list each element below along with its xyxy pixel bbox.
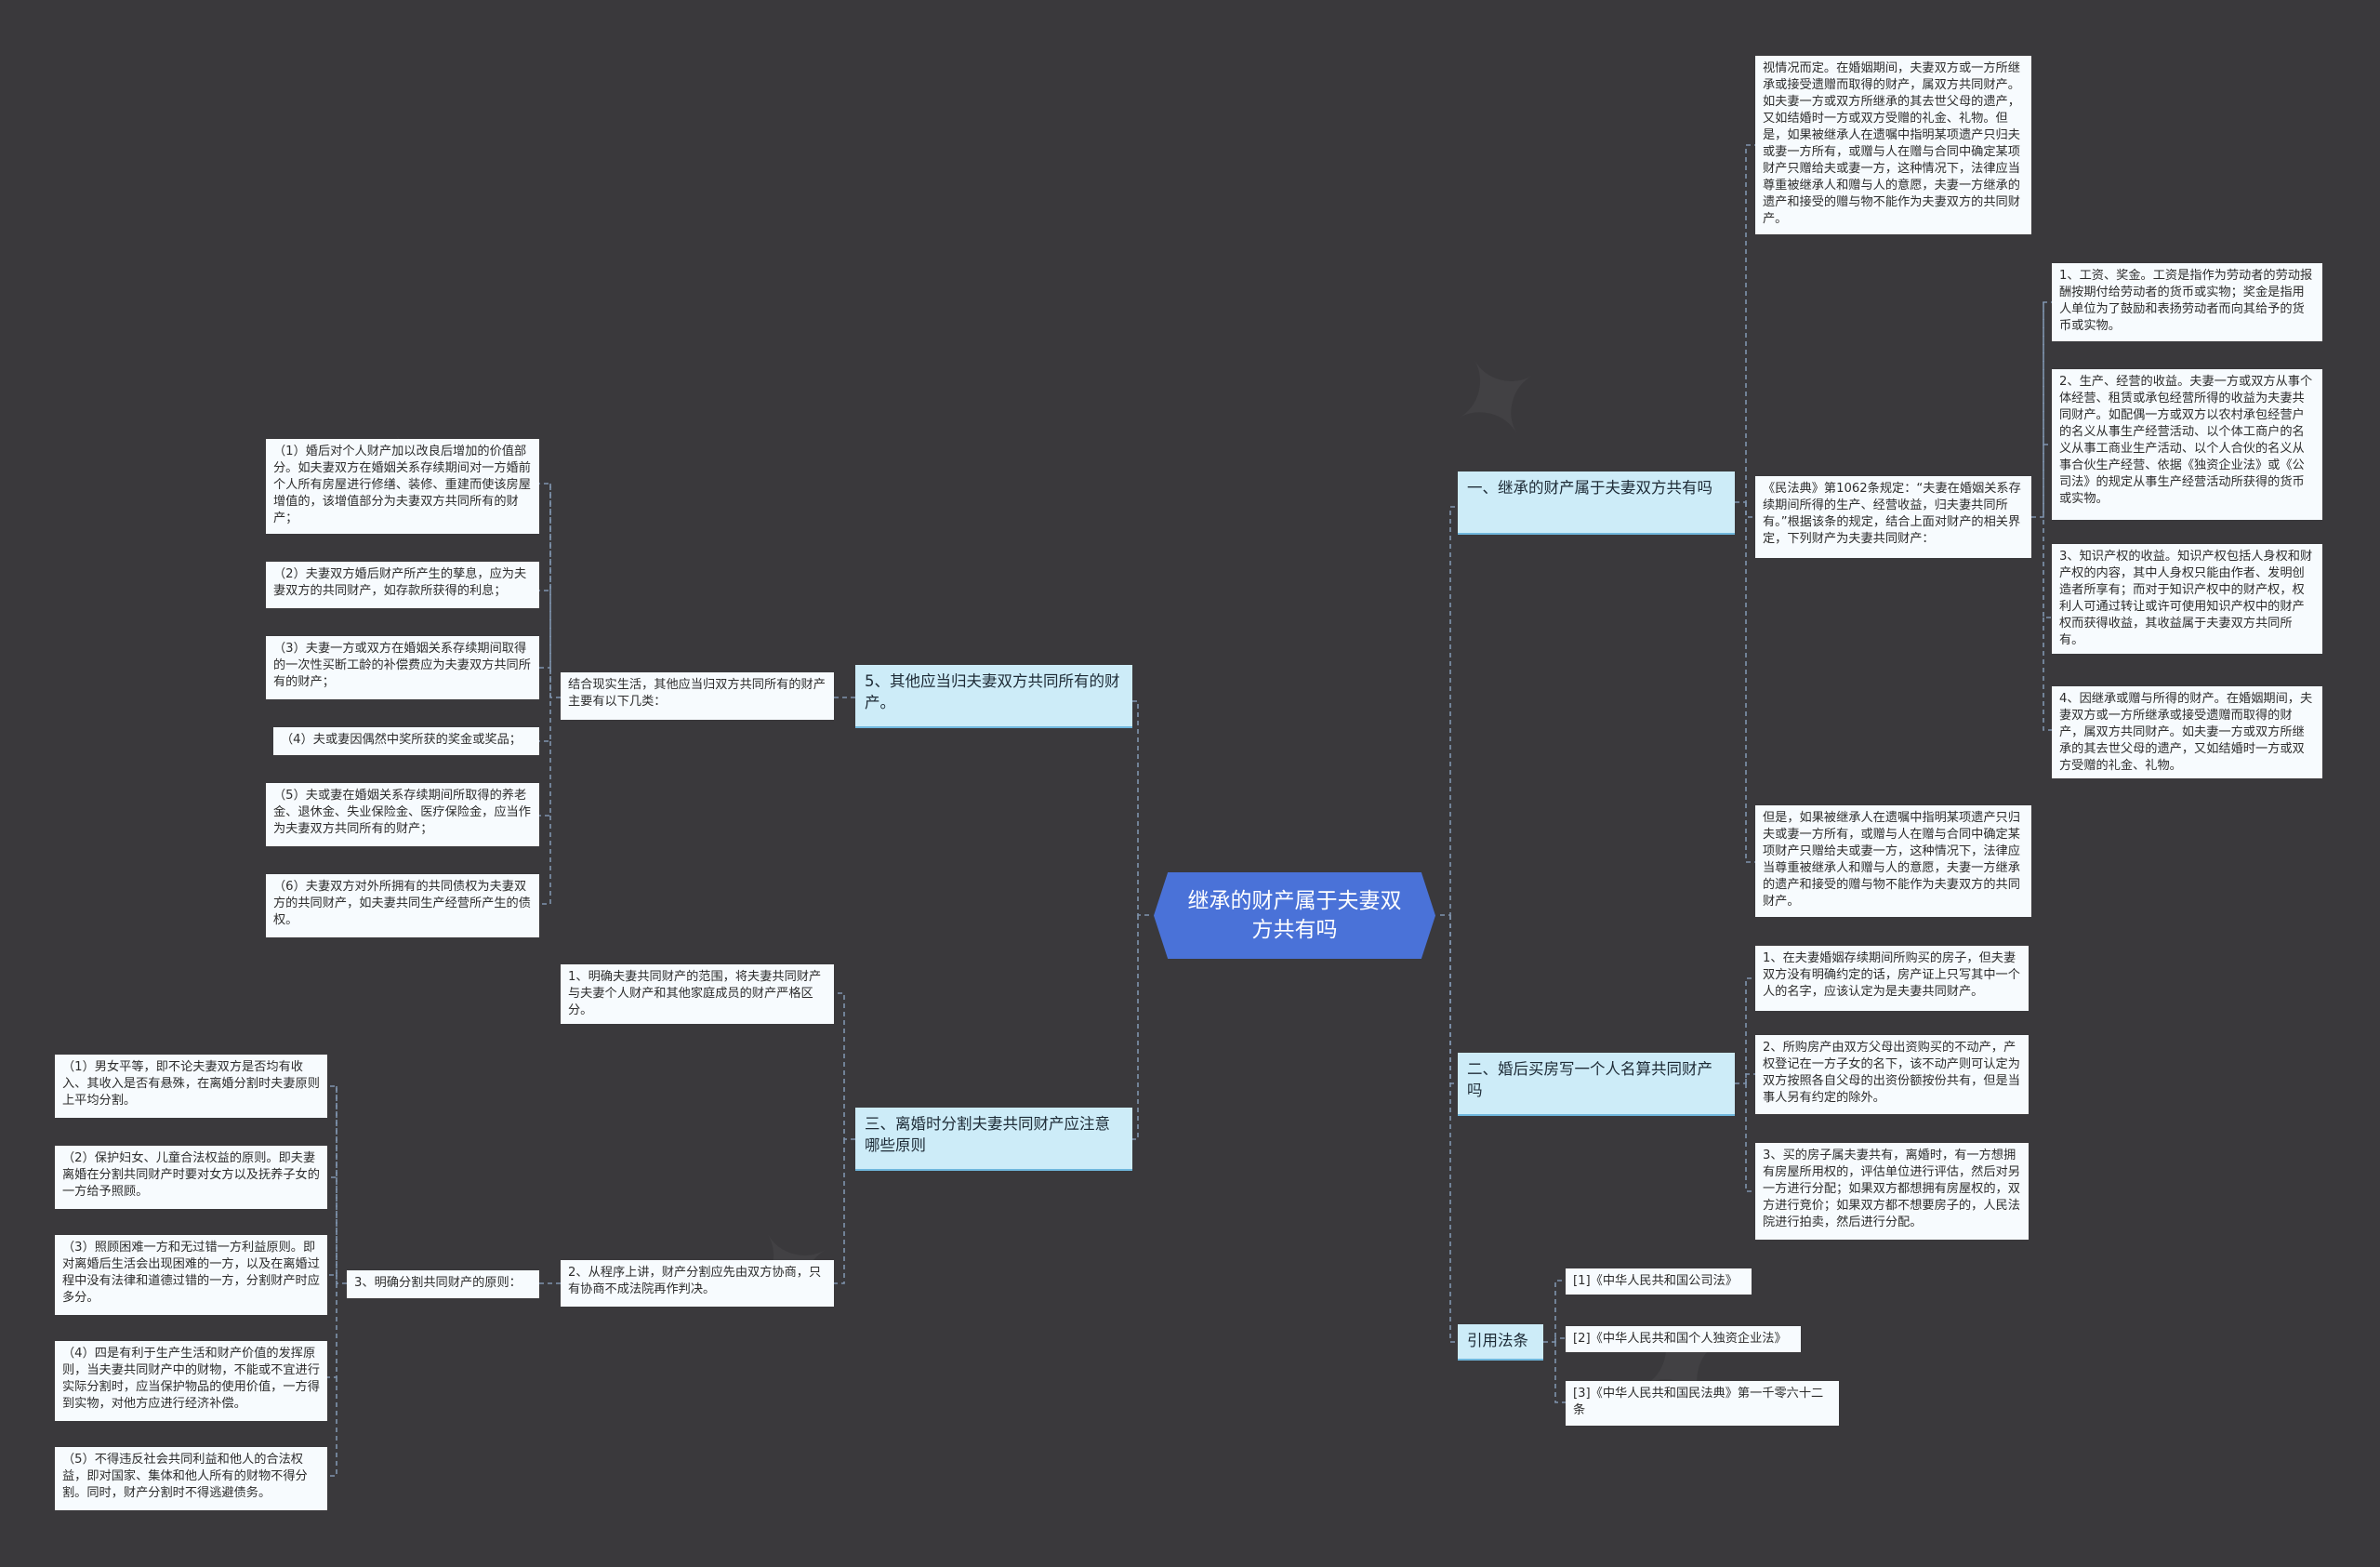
connector (1745, 1073, 1755, 1083)
other-item[interactable]: （3）夫妻一方或双方在婚姻关系存续期间取得的一次性买断工龄的补偿费应为夫妻双方共… (266, 636, 539, 699)
divorce-item[interactable]: 2、从程序上讲，财产分割应先由双方协商，只有协商不成法院再作判决。 (561, 1260, 834, 1307)
other-item[interactable]: （6）夫妻双方对外所拥有的共同债权为夫妻双方的共同财产，如夫妻共同生产经营所产生… (266, 874, 539, 937)
house-item[interactable]: 1、在夫妻婚姻存续期间所购买的房子，但夫妻双方没有明确约定的话，房产证上只写其中… (1755, 946, 2029, 1011)
connector (327, 1377, 337, 1477)
connector (1449, 915, 1458, 1343)
connector (1735, 977, 1755, 1084)
inherit-item[interactable]: 2、生产、经营的收益。夫妻一方或双方从事个体经营、租赁或承包经营所得的收益为夫妻… (2052, 369, 2322, 520)
other-summary[interactable]: 结合现实生活，其他应当归双方共同所有的财产主要有以下几类： (561, 672, 834, 720)
root-title: 继承的财产属于夫妻双方共有吗 (1187, 888, 1402, 942)
connector (834, 1139, 845, 1284)
other-item[interactable]: （2）夫妻双方婚后财产所产生的孳息，应为夫妻双方的共同财产，如存款所获得的利息； (266, 562, 539, 608)
connector (327, 1177, 337, 1276)
connector (1440, 506, 1458, 916)
connector (539, 816, 551, 905)
connector (2043, 445, 2052, 618)
topic-label: 三、离婚时分割夫妻共同财产应注意哪些原则 (865, 1115, 1110, 1154)
root-topic[interactable]: 继承的财产属于夫妻双方共有吗 (1154, 872, 1435, 959)
connector (539, 741, 551, 817)
divorce-item[interactable]: 1、明确夫妻共同财产的范围，将夫妻共同财产与夫妻个人财产和其他家庭成员的财产严格… (561, 964, 834, 1024)
topic-label: 二、婚后买房写一个人名算共同财产吗 (1467, 1060, 1712, 1099)
connector (539, 668, 551, 742)
inherit-desc[interactable]: 视情况而定。在婚姻期间，夫妻双方或一方所继承或接受遗赠而取得的财产，属双方共同财… (1755, 56, 2031, 234)
topic-refs[interactable]: 引用法条 (1458, 1324, 1543, 1361)
connector (1745, 1083, 1755, 1192)
connector (327, 1085, 347, 1284)
divorce-item[interactable]: 3、明确分割共同财产的原则： (347, 1270, 539, 1298)
other-item[interactable]: （4）夫或妻因偶然中奖所获的奖金或奖品； (273, 727, 539, 755)
connector (1132, 700, 1149, 916)
topic-house[interactable]: 二、婚后买房写一个人名算共同财产吗 (1458, 1053, 1735, 1116)
inherit-item[interactable]: 3、知识产权的收益。知识产权包括人身权和财产权的内容，其中人身权只能由作者、发明… (2052, 544, 2322, 654)
connector (2043, 618, 2052, 731)
topic-label: 引用法条 (1467, 1332, 1528, 1349)
connector (834, 992, 855, 1140)
ref-item[interactable]: [3]《中华人民共和国民法典》第一千零六十二条 (1566, 1381, 1839, 1426)
other-item[interactable]: （5）夫或妻在婚姻关系存续期间所取得的养老金、退休金、失业保险金、医疗保险金，应… (266, 783, 539, 846)
inherit-item[interactable]: 4、因继承或赠与所得的财产。在婚姻期间，夫妻双方或一方所继承或接受遗赠而取得的财… (2052, 686, 2322, 778)
connector (327, 1275, 337, 1378)
house-item[interactable]: 3、买的房子属夫妻共有，离婚时，有一方想拥有房屋所用权的，评估单位进行评估，然后… (1755, 1143, 2029, 1240)
connector (1745, 502, 1755, 518)
topic-other[interactable]: 5、其他应当归夫妻双方共同所有的财产。 (855, 665, 1132, 728)
connector (539, 484, 551, 591)
inherit-exception[interactable]: 但是，如果被继承人在遗嘱中指明某项遗产只归夫或妻一方所有，或赠与人在赠与合同中确… (1755, 805, 2031, 917)
principle-item[interactable]: （4）四是有利于生产生活和财产价值的发挥原则，当夫妻共同财产中的财物，不能或不宜… (55, 1341, 327, 1421)
principle-item[interactable]: （1）男女平等，即不论夫妻双方是否均有收入、其收入是否有悬殊，在离婚分割时夫妻原… (55, 1055, 327, 1118)
other-item[interactable]: （1）婚后对个人财产加以改良后增加的价值部分。如夫妻双方在婚姻关系存续期间对一方… (266, 439, 539, 534)
connector (1132, 915, 1139, 1140)
topic-inherit[interactable]: 一、继承的财产属于夫妻双方共有吗 (1458, 471, 1735, 535)
connector (1554, 1337, 1566, 1342)
ref-item[interactable]: [1]《中华人民共和国公司法》 (1566, 1268, 1752, 1295)
principle-item[interactable]: （3）照顾困难一方和无过错一方利益原则。即对离婚后生活会出现困难的一方，以及在离… (55, 1235, 327, 1315)
connector (2031, 301, 2052, 518)
connector (1735, 144, 1755, 503)
ref-item[interactable]: [2]《中华人民共和国个人独资企业法》 (1566, 1326, 1801, 1352)
topic-label: 5、其他应当归夫妻双方共同所有的财产。 (865, 672, 1120, 711)
connector (2043, 302, 2052, 445)
inherit-law[interactable]: 《民法典》第1062条规定：“夫妻在婚姻关系存续期间所得的生产、经营收益，归夫妻… (1755, 476, 2031, 558)
connector (539, 591, 551, 669)
connector (1554, 1342, 1566, 1403)
principle-item[interactable]: （5）不得违反社会共同利益和他人的合法权益，即对国家、集体和他人所有的财物不得分… (55, 1447, 327, 1510)
house-item[interactable]: 2、所购房产由双方父母出资购买的不动产，产权登记在一方子女的名下，该不动产则可认… (1755, 1035, 2029, 1114)
connector (1745, 502, 1755, 863)
principle-item[interactable]: （2）保护妇女、儿童合法权益的原则。即夫妻离婚在分割共同财产时要对女方以及抚养子… (55, 1146, 327, 1209)
topic-divorce[interactable]: 三、离婚时分割夫妻共同财产应注意哪些原则 (855, 1108, 1132, 1171)
connector (327, 1086, 337, 1178)
connector (1449, 915, 1458, 1084)
inherit-item[interactable]: 1、工资、奖金。工资是指作为劳动者的劳动报酬按期付给劳动者的货币或实物；奖金是指… (2052, 263, 2322, 341)
topic-label: 一、继承的财产属于夫妻双方共有吗 (1467, 479, 1712, 497)
connector (1543, 1280, 1566, 1343)
